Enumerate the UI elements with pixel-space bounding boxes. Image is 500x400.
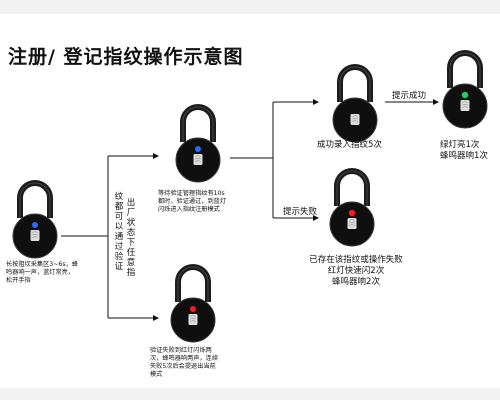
caption-line: 模式: [150, 371, 163, 378]
caption-line: 蜂鸣器响2次: [332, 277, 380, 287]
caption-line: 都时，验证通过，到蓝灯: [158, 198, 227, 205]
padlock-failed-verify: [171, 267, 215, 342]
start-caption: 长按阻坎采集区3~6s，蜂 鸣器响一声，蓝灯常亮， 松开手指: [6, 261, 78, 285]
failed-verify-caption: 验证失败到红灯闪烁两 次，蜂鸣器响两声，连续 失败5次后会提退出当前 模式: [150, 347, 218, 379]
padlock-enrolled: [333, 67, 377, 142]
padlock-waiting: [176, 107, 220, 182]
caption-line: 长按阻坎采集区3~6s，蜂: [6, 261, 78, 268]
connector-lines: [61, 99, 439, 321]
padlock-start: [13, 183, 57, 258]
top-band: [0, 0, 500, 14]
padlock-success: [443, 53, 487, 128]
caption-line: 蜂鸣器响1次: [440, 151, 488, 161]
green-led: [461, 91, 469, 99]
caption-line: 绿灯亮1次: [440, 140, 480, 150]
caption-line: 次，蜂鸣器响两声，连续: [150, 355, 219, 362]
waiting-caption: 等待验证管理指纹有10s 都时，验证通过，到蓝灯 闪烁进入指纹注册模式: [158, 190, 226, 214]
caption-line: 鸣器响一声，蓝灯常亮，: [6, 269, 75, 276]
caption-line: 闪烁进入指纹注册模式: [158, 206, 220, 213]
caption-line: 等待验证管理指纹有10s: [158, 190, 225, 197]
prompt-fail-label: 提示失败: [283, 207, 318, 217]
diagram-title: 注册/ 登记指纹操作示意图: [8, 46, 244, 68]
success-caption: 绿灯亮1次 蜂鸣器响1次: [440, 140, 488, 162]
caption-line: 已存在该指纹或操作失败: [309, 255, 403, 265]
blue-led: [195, 146, 201, 152]
caption-line: 松开手指: [6, 277, 31, 284]
padlock-fail: [330, 171, 374, 246]
fail-caption: 已存在该指纹或操作失败 红灯快速闪2次 蜂鸣器响2次: [300, 255, 412, 288]
bottom-band: [0, 388, 500, 400]
factory-note-col2: 纹都可以通过验证: [114, 192, 124, 272]
caption-line: 红灯快速闪2次: [327, 266, 385, 276]
red-led: [348, 209, 356, 217]
enrolled-caption: 成功录入指纹5次: [317, 140, 382, 150]
factory-note-col1: 出厂状态下任意指: [126, 198, 136, 278]
caption-line: 失败5次后会提退出当前: [150, 363, 216, 370]
blue-led: [32, 222, 38, 228]
caption-line: 验证失败到红灯闪烁两: [150, 347, 212, 354]
red-led: [190, 306, 196, 312]
prompt-success-label: 提示成功: [392, 91, 427, 101]
